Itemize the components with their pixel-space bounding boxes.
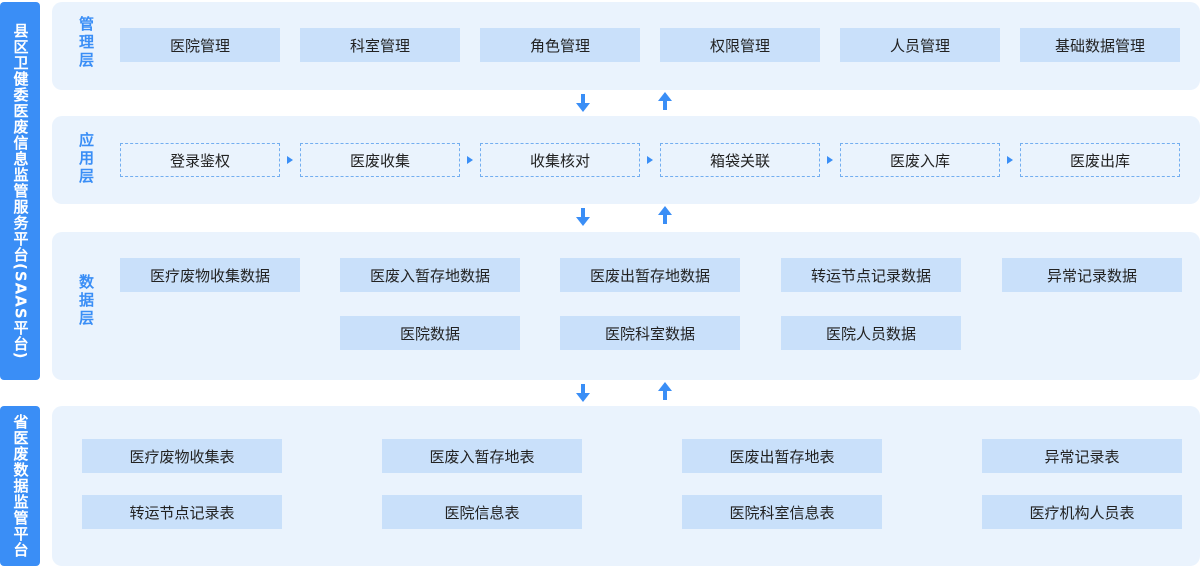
data-hospital: 医院数据 — [340, 316, 520, 350]
arrow-up-icon — [658, 382, 672, 400]
table-hospital-info: 医院信息表 — [382, 495, 582, 529]
data-exception-record: 异常记录数据 — [1002, 258, 1182, 292]
table-storage-out: 医废出暂存地表 — [682, 439, 882, 473]
app-step-inbound: 医废入库 — [840, 143, 1000, 177]
mgmt-department-box: 科室管理 — [300, 28, 460, 62]
mgmt-basic-data-box: 基础数据管理 — [1020, 28, 1180, 62]
county-platform-bar: 县区卫健委医废信息监管服务平台(SAAS平台) — [0, 2, 40, 380]
mgmt-personnel-box: 人员管理 — [840, 28, 1000, 62]
mgmt-role-box: 角色管理 — [480, 28, 640, 62]
data-storage-in: 医废入暂存地数据 — [340, 258, 520, 292]
data-hospital-personnel: 医院人员数据 — [781, 316, 961, 350]
management-layer-label: 管理层 — [77, 16, 95, 70]
table-transfer-node: 转运节点记录表 — [82, 495, 282, 529]
arrow-down-icon — [576, 94, 590, 112]
data-hospital-department: 医院科室数据 — [560, 316, 740, 350]
arrow-down-icon — [576, 384, 590, 402]
app-step-verify: 收集核对 — [480, 143, 640, 177]
table-exception-record: 异常记录表 — [982, 439, 1182, 473]
data-waste-collection: 医疗废物收集数据 — [120, 258, 300, 292]
data-storage-out: 医废出暂存地数据 — [560, 258, 740, 292]
county-platform-title: 县区卫健委医废信息监管服务平台(SAAS平台) — [11, 22, 30, 360]
table-waste-collection: 医疗废物收集表 — [82, 439, 282, 473]
app-step-login: 登录鉴权 — [120, 143, 280, 177]
app-step-bag-link: 箱袋关联 — [660, 143, 820, 177]
province-tables-panel: 医疗废物收集表 医废入暂存地表 医废出暂存地表 异常记录表 转运节点记录表 医院… — [52, 406, 1200, 566]
flow-arrow-icon — [647, 156, 653, 164]
data-layer-label: 数据层 — [77, 274, 95, 328]
app-step-outbound: 医废出库 — [1020, 143, 1180, 177]
application-layer-panel: 应用层 登录鉴权 医废收集 收集核对 箱袋关联 医废入库 医废出库 — [52, 116, 1200, 204]
table-department-info: 医院科室信息表 — [682, 495, 882, 529]
app-step-collect: 医废收集 — [300, 143, 460, 177]
arrow-down-icon — [576, 208, 590, 226]
table-storage-in: 医废入暂存地表 — [382, 439, 582, 473]
data-layer-panel: 数据层 医疗废物收集数据 医废入暂存地数据 医废出暂存地数据 转运节点记录数据 … — [52, 232, 1200, 380]
flow-arrow-icon — [1007, 156, 1013, 164]
arrow-up-icon — [658, 206, 672, 224]
flow-arrow-icon — [467, 156, 473, 164]
province-platform-bar: 省医废数据监管平台 — [0, 406, 40, 566]
data-transfer-node: 转运节点记录数据 — [781, 258, 961, 292]
application-layer-label: 应用层 — [77, 132, 95, 186]
table-institution-personnel: 医疗机构人员表 — [982, 495, 1182, 529]
mgmt-hospital-box: 医院管理 — [120, 28, 280, 62]
province-platform-title: 省医废数据监管平台 — [11, 414, 30, 558]
flow-arrow-icon — [827, 156, 833, 164]
arrow-up-icon — [658, 92, 672, 110]
flow-arrow-icon — [287, 156, 293, 164]
management-layer-panel: 管理层 医院管理 科室管理 角色管理 权限管理 人员管理 基础数据管理 — [52, 2, 1200, 90]
mgmt-permission-box: 权限管理 — [660, 28, 820, 62]
